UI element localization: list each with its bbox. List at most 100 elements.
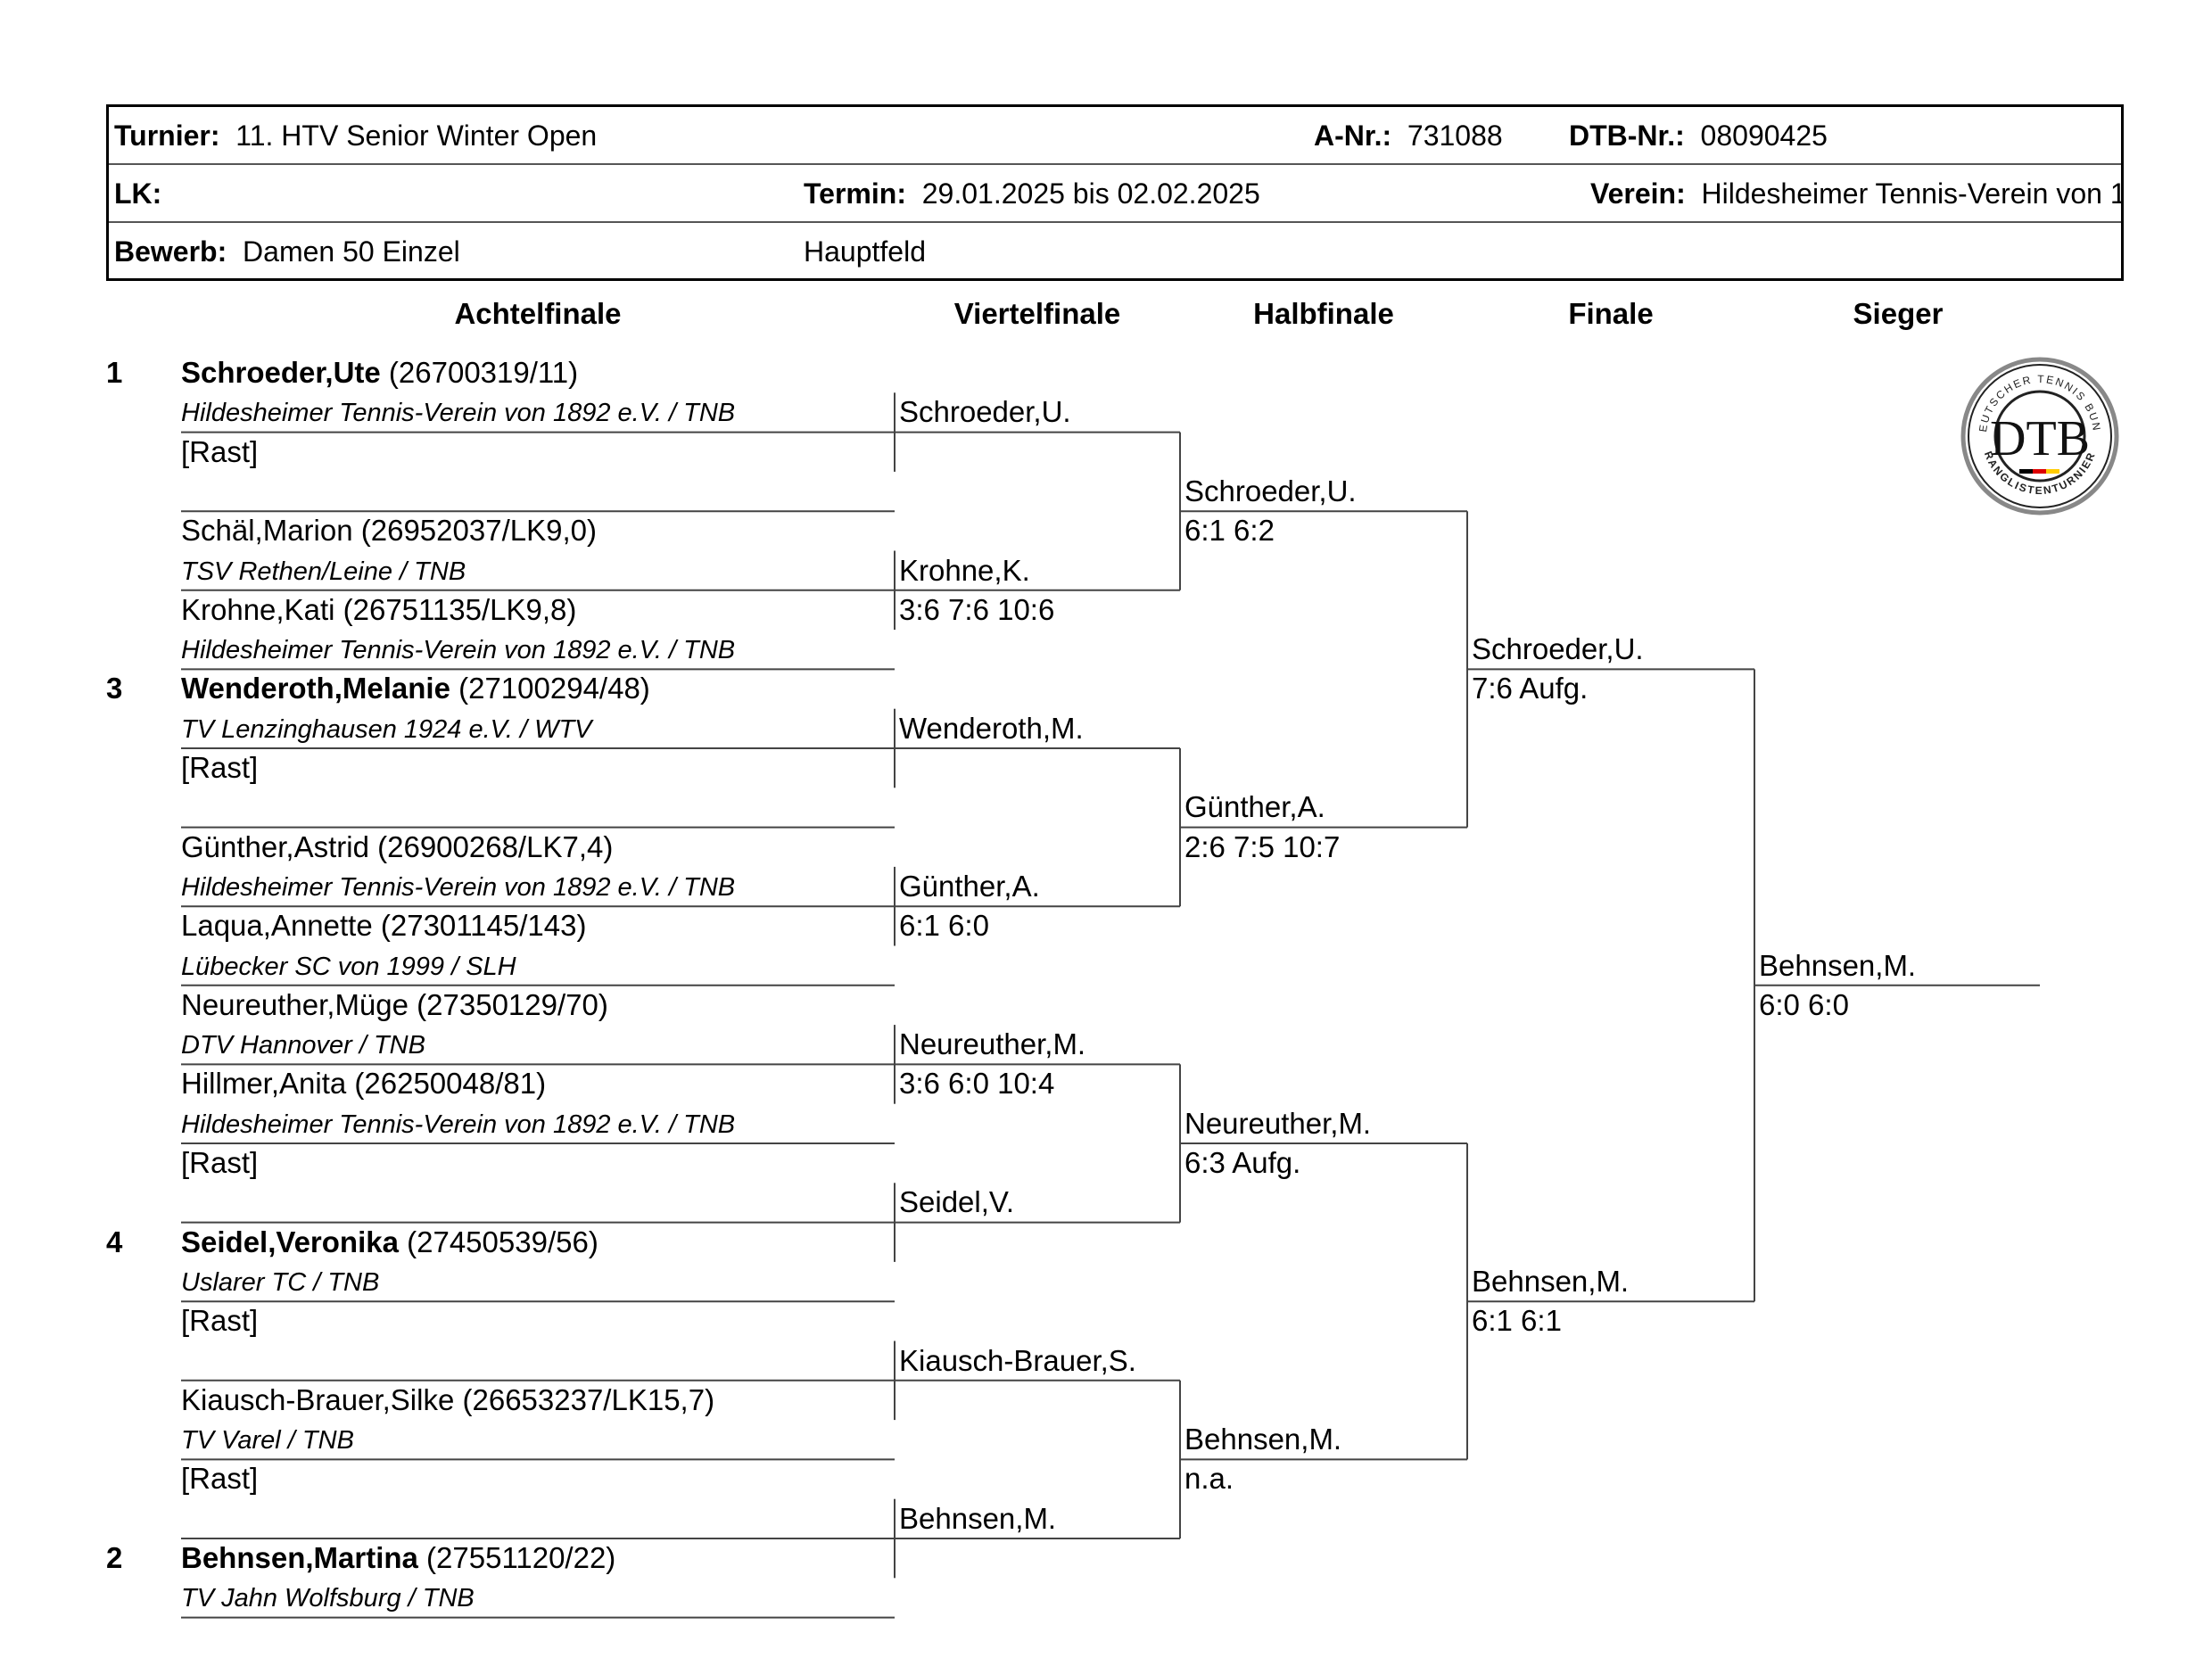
dtb-field: DTB-Nr.: 08090425 [1569,120,1828,152]
verein-field: Verein: Hildesheimer Tennis-Verein von 1… [1590,177,2123,210]
player-name: [Rast] [181,434,259,468]
player-club: TSV Rethen/Leine / TNB [181,557,466,586]
player-id: (27551120/22) [417,1541,616,1574]
player-id: (26751135/LK9,8) [334,592,577,626]
player-id: (27450539/56) [398,1225,598,1258]
qf-winner-name: Günther,A. [899,869,1040,903]
player-entry: Laqua,Annette (27301145/143) [181,909,586,943]
header-row-lk: LK: Termin: 29.01.2025 bis 02.02.2025 Ve… [109,165,2123,223]
player-club: TV Jahn Wolfsburg / TNB [181,1584,475,1613]
round-header-r16: Achtelfinale [454,297,622,330]
player-entry: Krohne,Kati (26751135/LK9,8) [181,593,576,627]
qf-winner-name: Kiausch-Brauer,S. [899,1343,1136,1377]
player-name: Neureuther,Müge [181,987,409,1021]
player-name: [Rast] [181,1146,259,1179]
player-name: Kiausch-Brauer,Silke [181,1382,455,1416]
sf-winner-name: Neureuther,M. [1184,1106,1372,1140]
player-name: [Rast] [181,1462,259,1496]
player-entry: Schroeder,Ute (26700319/11) [181,356,578,390]
player-entry: [Rast] [181,751,258,785]
player-entry: Kiausch-Brauer,Silke (26653237/LK15,7) [181,1383,714,1417]
field-type: Hauptfeld [804,235,926,268]
seed-number: 2 [106,1541,123,1574]
sf-winner-name: Günther,A. [1184,790,1325,824]
final-winner-name: Schroeder,U. [1472,632,1644,666]
sf-winner-name: Behnsen,M. [1184,1423,1342,1456]
qf-winner-name: Schroeder,U. [899,395,1071,429]
player-id: (27100294/48) [450,672,650,705]
player-club: Hildesheimer Tennis-Verein von 1892 e.V.… [181,1109,736,1139]
round-header-sf: Halbfinale [1253,297,1394,330]
final-score: 7:6 Aufg. [1472,672,1589,705]
player-entry: [Rast] [181,1304,258,1338]
player-entry: Behnsen,Martina (27551120/22) [181,1541,615,1575]
player-entry: Günther,Astrid (26900268/LK7,4) [181,830,613,864]
player-entry: Hillmer,Anita (26250048/81) [181,1067,546,1101]
player-id: (27301145/143) [372,909,587,943]
player-name: Laqua,Annette [181,909,373,943]
winner-score: 6:0 6:0 [1759,987,1849,1021]
player-entry: [Rast] [181,435,258,469]
player-id: (26250048/81) [346,1067,547,1101]
player-name: Schroeder,Ute [181,356,381,389]
player-club: TV Lenzinghausen 1924 e.V. / WTV [181,714,592,744]
player-club: DTV Hannover / TNB [181,1031,425,1060]
seed-number: 3 [106,672,123,705]
player-name: Krohne,Kati [181,592,335,626]
player-name: Seidel,Veronika [181,1225,399,1258]
round-header-winner: Sieger [1853,297,1944,330]
seed-number: 4 [106,1225,123,1258]
player-name: Hillmer,Anita [181,1067,347,1101]
logo-flag-black [2019,469,2033,474]
sf-score: 6:3 Aufg. [1184,1146,1301,1179]
player-name: Behnsen,Martina [181,1541,418,1574]
seed-number: 1 [106,356,123,389]
player-club: Hildesheimer Tennis-Verein von 1892 e.V.… [181,636,736,665]
round-header-final: Finale [1568,297,1654,330]
player-entry: Seidel,Veronika (27450539/56) [181,1225,598,1259]
player-club: Hildesheimer Tennis-Verein von 1892 e.V.… [181,872,736,902]
player-club: Hildesheimer Tennis-Verein von 1892 e.V.… [181,399,736,428]
player-name: Schäl,Marion [181,514,353,548]
qf-winner-name: Wenderoth,M. [899,711,1084,745]
sf-score: n.a. [1184,1462,1234,1496]
sf-score: 2:6 7:5 10:7 [1184,829,1341,863]
player-name: Wenderoth,Melanie [181,672,450,705]
final-score: 6:1 6:1 [1472,1304,1562,1338]
bewerb-field: Bewerb: Damen 50 Einzel [114,235,460,268]
header-row-tournament: Turnier: 11. HTV Senior Winter Open A-Nr… [109,107,2121,165]
logo-flag-red [2033,469,2046,474]
qf-score: 6:1 6:0 [899,909,989,943]
player-entry: Schäl,Marion (26952037/LK9,0) [181,514,597,548]
logo-text: DTB [1990,411,2090,466]
lk-field: LK: [114,177,162,210]
anr-field: A-Nr.: 731088 [1314,120,1503,152]
qf-winner-name: Krohne,K. [899,553,1030,587]
player-entry: [Rast] [181,1146,258,1180]
sf-score: 6:1 6:2 [1184,514,1275,548]
player-id: (26900268/LK7,4) [368,829,614,863]
player-club: Lübecker SC von 1999 / SLH [181,952,516,981]
player-name: Günther,Astrid [181,829,369,863]
player-club: Uslarer TC / TNB [181,1267,380,1297]
qf-winner-name: Behnsen,M. [899,1501,1057,1535]
player-id: (26653237/LK15,7) [454,1382,715,1416]
winner-name: Behnsen,M. [1759,948,1917,982]
player-name: [Rast] [181,751,259,784]
qf-score: 3:6 7:6 10:6 [899,592,1055,626]
logo-flag-gold [2046,469,2059,474]
player-id: (27350129/70) [409,987,608,1021]
player-name: [Rast] [181,1304,259,1338]
player-entry: Wenderoth,Melanie (27100294/48) [181,672,650,705]
tournament-header: Turnier: 11. HTV Senior Winter Open A-Nr… [106,104,2124,281]
qf-winner-name: Neureuther,M. [899,1027,1086,1061]
qf-winner-name: Seidel,V. [899,1185,1015,1219]
round-header-qf: Viertelfinale [953,297,1121,330]
header-row-bewerb: Bewerb: Damen 50 Einzel Hauptfeld [109,223,2121,281]
tournament-field: Turnier: 11. HTV Senior Winter Open [114,120,598,152]
player-club: TV Varel / TNB [181,1426,354,1456]
player-entry: [Rast] [181,1462,258,1496]
player-id: (26952037/LK9,0) [352,514,597,548]
player-id: (26700319/11) [380,356,579,389]
